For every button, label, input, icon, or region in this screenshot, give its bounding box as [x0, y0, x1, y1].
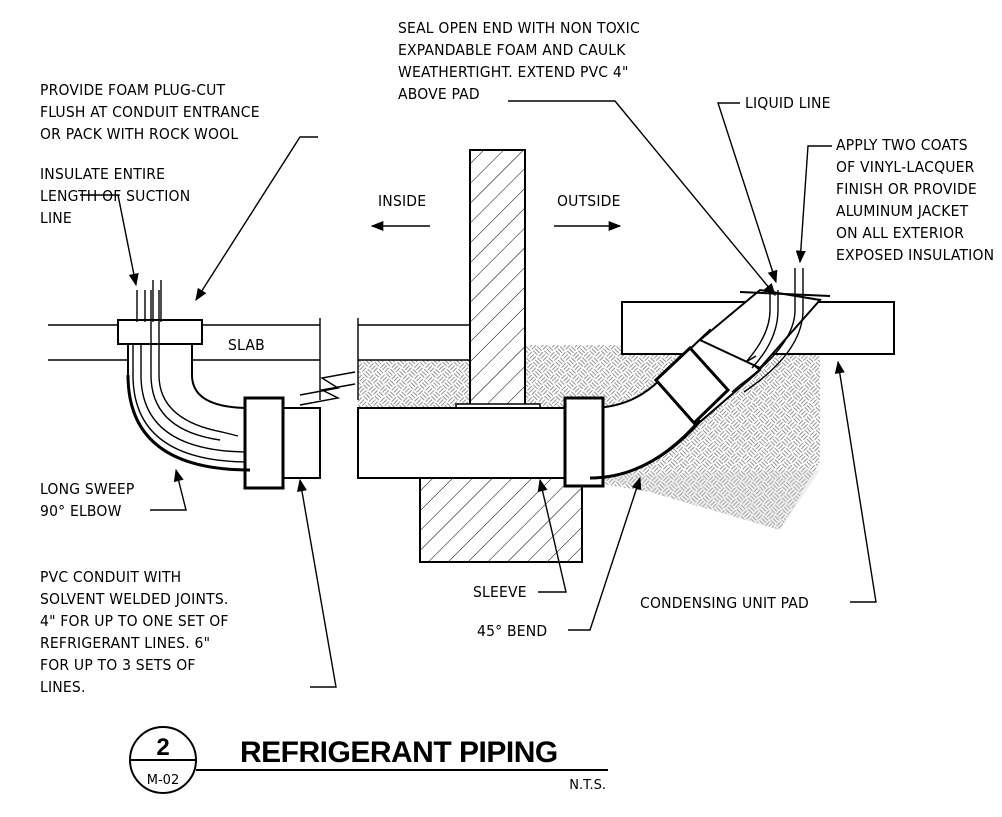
- leaders: [80, 100, 877, 688]
- liquid-line-label: LIQUID LINE: [745, 94, 831, 112]
- seal-note: SEAL OPEN END WITH NON TOXIC EXPANDABLE …: [398, 19, 645, 103]
- slab-label: SLAB: [228, 336, 265, 354]
- soil-shade: [590, 470, 820, 530]
- vinyl-note: APPLY TWO COATS OF VINYL-LACQUER FINISH …: [836, 136, 994, 264]
- sheet-number: M-02: [147, 773, 179, 788]
- coupling-outside: [563, 396, 605, 488]
- inside-label: INSIDE: [378, 192, 426, 210]
- conduit-end-cap: [117, 319, 203, 345]
- detail-number: 2: [156, 734, 169, 761]
- foam-plug-note: PROVIDE FOAM PLUG-CUT FLUSH AT CONDUIT E…: [40, 81, 264, 143]
- title-block: 2 M-02 REFRIGERANT PIPING N.T.S.: [129, 726, 608, 794]
- coupling-inside: [243, 396, 285, 490]
- sleeve-label: SLEEVE: [473, 583, 527, 601]
- page-title: REFRIGERANT PIPING: [240, 736, 558, 769]
- pvc-conduit-outside: [357, 268, 831, 488]
- pad-label: CONDENSING UNIT PAD: [640, 594, 809, 612]
- outside-label: OUTSIDE: [557, 192, 621, 210]
- bend-label: 45° BEND: [477, 622, 547, 640]
- break-line-2: [299, 383, 356, 406]
- insulate-note: INSULATE ENTIRE LENGTH OF SUCTION LINE: [40, 165, 195, 227]
- coupling-45: [653, 345, 731, 426]
- pvc-conduit-inside: [117, 280, 321, 490]
- soil-fill-inside: [358, 360, 470, 415]
- elbow-note: LONG SWEEP 90° ELBOW: [40, 480, 139, 520]
- scale-note: N.T.S.: [569, 778, 606, 793]
- break-line: [299, 371, 356, 396]
- pvc-note: PVC CONDUIT WITH SOLVENT WELDED JOINTS. …: [40, 568, 233, 696]
